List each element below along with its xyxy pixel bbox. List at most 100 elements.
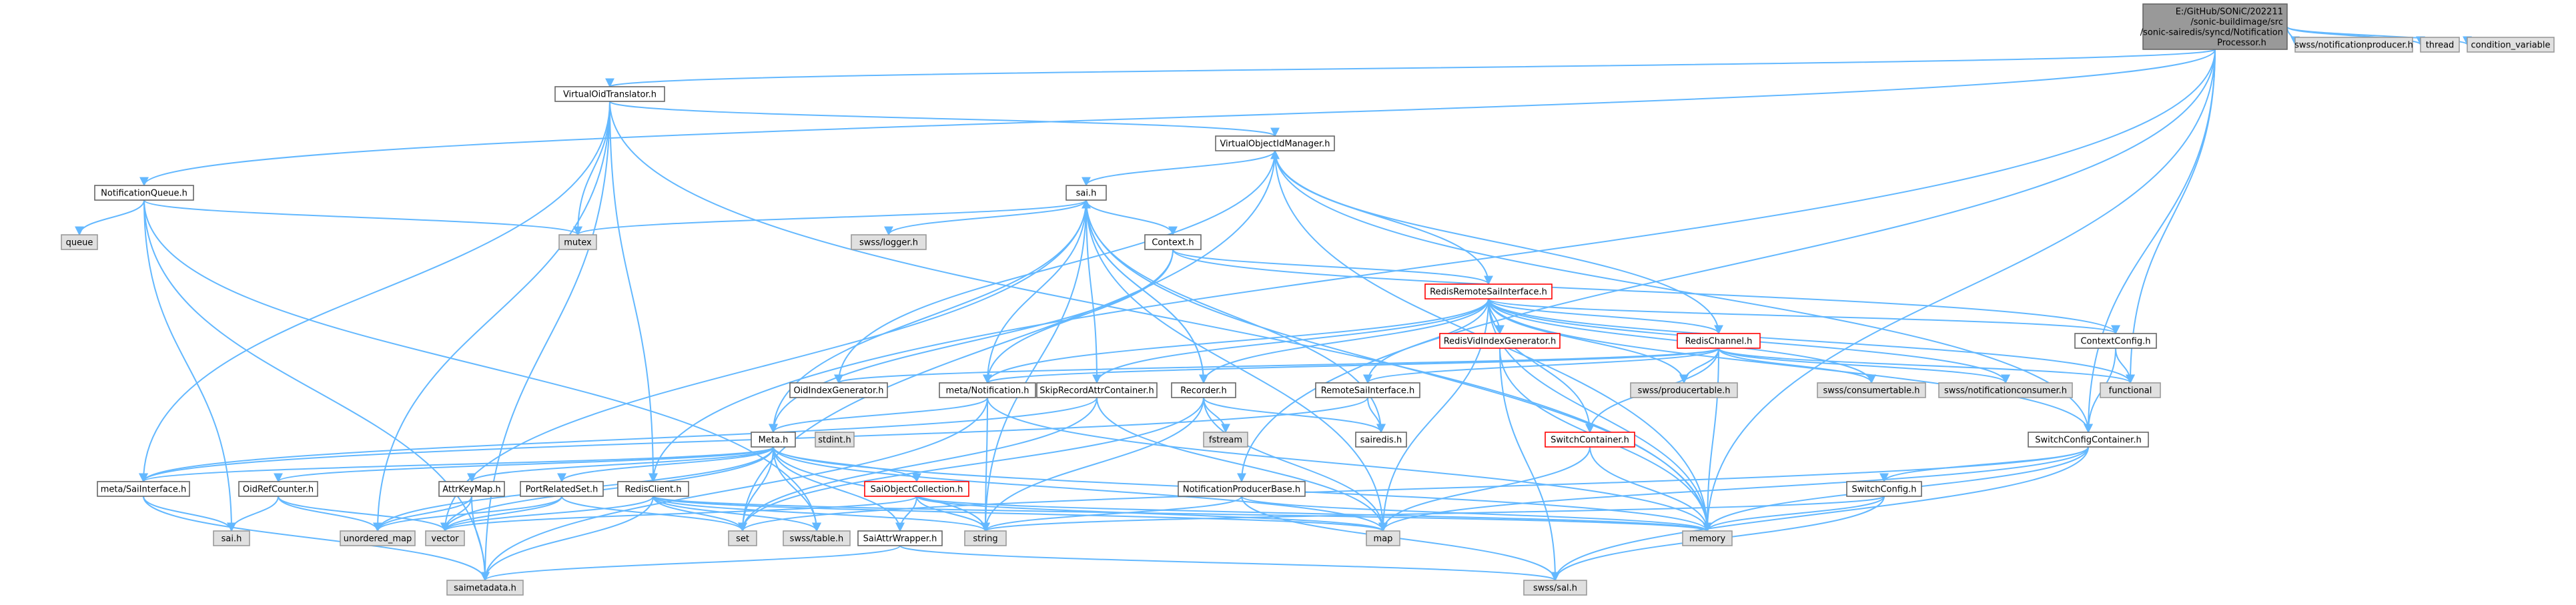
node-thread[interactable]: thread bbox=[2420, 37, 2460, 53]
edge-saiattrwrapper-to-swss_sal bbox=[899, 545, 1560, 582]
node-box-vector bbox=[425, 530, 465, 546]
node-root[interactable]: E:/GitHub/SONiC/202211/sonic-buildimage/… bbox=[2140, 3, 2288, 50]
node-box-condition_variable bbox=[2467, 37, 2555, 53]
node-label-virtualoidtranslator: VirtualOidTranslator.h bbox=[563, 90, 657, 100]
node-functional[interactable]: functional bbox=[2100, 382, 2161, 398]
node-saiattrwrapper[interactable]: SaiAttrWrapper.h bbox=[857, 530, 943, 546]
edge-redischannel-to-swss_notificationconsumer bbox=[1718, 348, 2010, 384]
edge-meta-to-attrkeymap bbox=[467, 446, 774, 483]
node-saiobjectcollection[interactable]: SaiObjectCollection.h bbox=[864, 481, 969, 497]
node-map[interactable]: map bbox=[1366, 530, 1400, 546]
edge-notificationqueue-to-mutex bbox=[143, 199, 582, 236]
node-sai_leaf[interactable]: sai.h bbox=[213, 530, 250, 546]
node-label-string: string bbox=[973, 534, 997, 544]
node-box-set bbox=[728, 530, 757, 546]
node-label-stdint: stdint.h bbox=[818, 436, 851, 446]
node-oidrefcounter[interactable]: OidRefCounter.h bbox=[238, 481, 318, 497]
node-redisvidindexgenerator[interactable]: RedisVidIndexGenerator.h bbox=[1439, 333, 1561, 349]
node-label-swss_sal: swss/sal.h bbox=[1533, 584, 1577, 594]
node-swss_notificationconsumer[interactable]: swss/notificationconsumer.h bbox=[1938, 382, 2073, 398]
node-swss_sal[interactable]: swss/sal.h bbox=[1523, 580, 1587, 596]
edge-notificationqueue-to-sai_leaf bbox=[143, 199, 236, 532]
node-mutex[interactable]: mutex bbox=[558, 234, 597, 250]
node-label-swss_table: swss/table.h bbox=[790, 534, 844, 544]
node-sairedis[interactable]: sairedis.h bbox=[1355, 432, 1407, 448]
edge-root-to-switchconfigcontainer bbox=[2084, 49, 2216, 434]
node-skiprecordattrcontainer[interactable]: SkipRecordAttrContainer.h bbox=[1036, 382, 1158, 398]
edge-skiprecordattrcontainer-to-map bbox=[1096, 397, 1388, 532]
node-remotesaiinterface[interactable]: RemoteSaiInterface.h bbox=[1315, 382, 1420, 398]
node-condition_variable[interactable]: condition_variable bbox=[2467, 37, 2555, 53]
node-switchconfigcontainer[interactable]: SwitchConfigContainer.h bbox=[2028, 432, 2149, 448]
node-attrkeymap[interactable]: AttrKeyMap.h bbox=[438, 481, 505, 497]
node-box-attrkeymap bbox=[438, 481, 505, 497]
node-meta_notification[interactable]: meta/Notification.h bbox=[939, 382, 1036, 398]
edge-sai_main-to-context bbox=[1086, 199, 1178, 236]
node-notificationproducerbase[interactable]: NotificationProducerBase.h bbox=[1178, 481, 1306, 497]
edge-meta-to-swss_table bbox=[773, 446, 821, 532]
edge-portrelatedset-to-vector bbox=[440, 496, 562, 532]
node-context[interactable]: Context.h bbox=[1144, 234, 1202, 250]
edge-virtualoidtranslator-to-unordered_map bbox=[373, 101, 610, 532]
node-meta[interactable]: Meta.h bbox=[751, 432, 796, 448]
edge-switchconfigcontainer-to-swss_sal bbox=[1551, 446, 2089, 582]
node-redisremotesaiinterface[interactable]: RedisRemoteSaiInterface.h bbox=[1424, 283, 1553, 299]
node-label-context: Context.h bbox=[1152, 238, 1194, 248]
node-saimetadata[interactable]: saimetadata.h bbox=[446, 580, 524, 596]
node-swss_logger[interactable]: swss/logger.h bbox=[851, 234, 927, 250]
node-label-thread: thread bbox=[2426, 41, 2455, 51]
node-virtualobjectidmanager[interactable]: VirtualObjectIdManager.h bbox=[1215, 135, 1335, 151]
edge-recorder-to-sai_main bbox=[1082, 199, 1204, 384]
node-box-thread bbox=[2420, 37, 2460, 53]
node-virtualoidtranslator[interactable]: VirtualOidTranslator.h bbox=[554, 86, 665, 102]
node-memory[interactable]: memory bbox=[1682, 530, 1733, 546]
node-box-fstream bbox=[1203, 432, 1248, 448]
node-queue[interactable]: queue bbox=[61, 234, 98, 250]
node-label-meta_saiinterface: meta/SaiInterface.h bbox=[101, 485, 187, 495]
node-label-fstream: fstream bbox=[1209, 436, 1242, 446]
node-label-queue: queue bbox=[66, 238, 93, 248]
edge-redisremotesaiinterface-to-meta_notification bbox=[983, 298, 1489, 384]
node-switchcontainer[interactable]: SwitchContainer.h bbox=[1545, 432, 1635, 448]
edge-sai_main-to-swss_logger bbox=[884, 199, 1087, 236]
node-meta_saiinterface[interactable]: meta/SaiInterface.h bbox=[97, 481, 190, 497]
node-redischannel[interactable]: RedisChannel.h bbox=[1677, 333, 1761, 349]
node-unordered_map[interactable]: unordered_map bbox=[340, 530, 416, 546]
node-label-virtualobjectidmanager: VirtualObjectIdManager.h bbox=[1220, 139, 1330, 149]
node-swss_table[interactable]: swss/table.h bbox=[783, 530, 851, 546]
edge-meta_notification-to-memory bbox=[987, 397, 1712, 532]
node-portrelatedset[interactable]: PortRelatedSet.h bbox=[520, 481, 604, 497]
node-label-root: /sonic-sairedis/syncd/Notification bbox=[2140, 27, 2283, 37]
edge-recorder-to-map bbox=[1203, 397, 1388, 532]
node-label-saiobjectcollection: SaiObjectCollection.h bbox=[871, 485, 963, 495]
node-sai_main[interactable]: sai.h bbox=[1065, 185, 1107, 201]
node-switchconfig[interactable]: SwitchConfig.h bbox=[1846, 481, 1922, 497]
node-box-stdint bbox=[815, 432, 855, 448]
node-box-oidrefcounter bbox=[238, 481, 318, 497]
node-set[interactable]: set bbox=[728, 530, 757, 546]
node-swss_consumertable[interactable]: swss/consumertable.h bbox=[1817, 382, 1926, 398]
edge-redisvidindexgenerator-to-swss_sal bbox=[1499, 348, 1560, 582]
node-oidindexgenerator[interactable]: OidIndexGenerator.h bbox=[789, 382, 888, 398]
node-string[interactable]: string bbox=[964, 530, 1007, 546]
node-label-saimetadata: saimetadata.h bbox=[454, 584, 516, 594]
node-notificationqueue[interactable]: NotificationQueue.h bbox=[94, 185, 194, 201]
edge-recorder-to-fstream bbox=[1203, 397, 1230, 434]
node-stdint[interactable]: stdint.h bbox=[815, 432, 855, 448]
edge-context-to-contextconfig bbox=[1172, 249, 2120, 335]
node-vector[interactable]: vector bbox=[425, 530, 465, 546]
edge-redisremotesaiinterface-to-remotesaiinterface bbox=[1363, 298, 1489, 384]
node-fstream[interactable]: fstream bbox=[1203, 432, 1248, 448]
edge-virtualobjectidmanager-to-set bbox=[738, 150, 1276, 532]
edge-notificationproducerbase-to-string bbox=[981, 496, 1242, 532]
edge-meta_notification-to-meta bbox=[769, 397, 988, 434]
node-contextconfig[interactable]: ContextConfig.h bbox=[2074, 333, 2157, 349]
edge-saiobjectcollection-to-map bbox=[916, 496, 1388, 532]
node-box-string bbox=[964, 530, 1007, 546]
edge-root-to-functional bbox=[2126, 49, 2216, 384]
node-redisclient[interactable]: RedisClient.h bbox=[617, 481, 689, 497]
node-swss_producertable[interactable]: swss/producertable.h bbox=[1630, 382, 1738, 398]
node-recorder[interactable]: Recorder.h bbox=[1171, 382, 1236, 398]
node-swss_notificationproducer[interactable]: swss/notificationproducer.h bbox=[2294, 37, 2413, 53]
node-box-saiobjectcollection bbox=[864, 481, 969, 497]
